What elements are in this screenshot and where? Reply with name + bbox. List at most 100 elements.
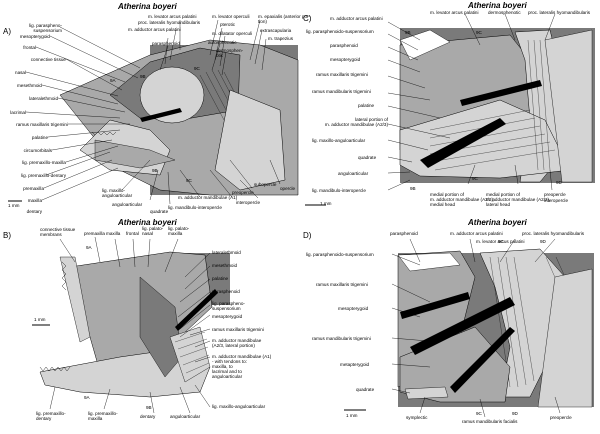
panel-a-drawing (8, 19, 299, 205)
a-lbl-connective: connective tissue (30, 57, 66, 62)
c-lbl-proc-lateralis: proc. lateralis hyomandibularis (528, 10, 591, 15)
panel-b: B) Atherina boyeri 1 mm connective tissu… (0, 217, 300, 434)
a-panel-title: Atherina boyeri (118, 2, 177, 11)
a-lbl-dentary: dentary (26, 209, 42, 214)
a-lbl-m-dilatator: m. dilatator operculi (212, 31, 253, 36)
b-leaders (49, 236, 211, 414)
a-lbl-mesopterygoid: mesopterygoid (19, 34, 50, 39)
a-lbl-proc-lateralis: proc. lateralis hyomandibularis (138, 20, 201, 25)
c-lbl-ramus-maxillaris: ramus maxillaris trigemini (316, 72, 368, 77)
a-lbl-ramus-maxillaris: ramus maxillaris trigemini (16, 122, 68, 127)
d-lbl-parasphenoid: parasphenoid (390, 231, 418, 236)
a-lbl-mesethmoid: mesethmoid (16, 83, 42, 88)
a-lbl-m-levator-arcus: m. levator arcus palatini (148, 14, 197, 19)
a-lbl-maxilla: maxilla (27, 198, 42, 203)
d-nerve-mandibularis (410, 297, 515, 355)
b-lbl-m-adductor-a23: m. adductor mandibulae (A2/3, lateral po… (212, 338, 262, 348)
d-lbl-metapterygoid: metapterygoid (340, 362, 370, 367)
b-lbl-maxilla: maxilla (106, 231, 121, 236)
b-muscle (169, 326, 211, 383)
panel-d-drawing (344, 238, 594, 418)
b-lbl-premaxilla: premaxilla (84, 231, 105, 236)
c-panel-letter: C) (303, 14, 312, 23)
c-lbl-lig-maxillo-angular: lig. maxillo-anguloarticular (312, 138, 366, 143)
c-lbl-interopercle: interopercle (544, 198, 569, 203)
d-metapterygoid (399, 326, 511, 403)
a-lbl-interopercle: interopercle (236, 200, 261, 205)
c-leaders (387, 13, 556, 191)
d-lbl-mesopterygoid: mesopterygoid (338, 306, 369, 311)
c-lbl-lig-paraspheno: lig. parasphenoido-suspensorium (306, 29, 374, 34)
c-lbl-9b-low: 9B (410, 186, 416, 191)
d-symplectic (404, 386, 449, 400)
b-lbl-lig-premaxillo-maxilla: lig. premaxillo- maxilla (88, 411, 118, 421)
d-scale-label: 1 mm (346, 413, 358, 418)
b-lbl-9a-top: 9A (86, 245, 92, 250)
a-lbl-9a: 9A (110, 78, 116, 83)
c-lbl-medial-head: medial portion of m. adductor mandibulae… (430, 192, 495, 207)
b-lbl-dentary: dentary (140, 414, 156, 419)
d-lbl-9d-low: 9D (512, 411, 518, 416)
c-lbl-m-levator-arcus: m. levator arcus palatini (430, 10, 479, 15)
d-preopercle (537, 268, 593, 408)
a-lbl-9c-low: 9C (186, 178, 192, 183)
b-membrane-teeth (61, 261, 67, 291)
panel-c: C) Atherina boyeri 1 mm m. adductor arcu… (300, 0, 600, 217)
d-lbl-preopercle: preopercle (550, 415, 572, 420)
c-nerve-upper (460, 80, 542, 106)
b-lbl-parasphenoid: parasphenoid (212, 289, 240, 294)
a-teeth (91, 131, 117, 136)
a-lbl-subopercle: subopercle (254, 182, 277, 187)
b-membrane (59, 256, 91, 343)
c-lbl-lateral-head: medial portion of m. adductor mandibulae… (486, 192, 551, 207)
c-lbl-anguloarticular: anguloarticular (338, 171, 369, 176)
b-lbl-connective: connective tissue membrans (40, 227, 76, 237)
b-lbl-lateralethmoid: lateralethmoid (212, 250, 241, 255)
a-lbl-lig-premaxillo-maxilla: lig. premaxillo-maxilla (22, 160, 66, 165)
b-lbl-ramus-maxillaris: ramus maxillaris trigemini (212, 327, 264, 332)
a-lbl-anguloarticular: anguloarticular (112, 202, 143, 207)
c-lbl-9c-low: 9C (472, 176, 478, 181)
d-lbl-quadrate: quadrate (356, 387, 375, 392)
a-lbl-dermosphenotic: dermosphen- otic (216, 48, 244, 58)
a-lbl-quadrate: quadrate (150, 209, 169, 214)
a-lbl-circumorbitals: circumorbitals (23, 148, 52, 153)
d-lbl-ramus-maxillaris: ramus maxillaris trigemini (316, 282, 368, 287)
b-teeth (39, 366, 71, 372)
c-lbl-lateral-portion: lateral portion of m. adductor mandibula… (324, 117, 388, 127)
b-lbl-palatine: palatine (212, 276, 229, 281)
c-lbl-lig-mandibulo: lig. mandibulo-interopercle (312, 188, 366, 193)
b-lbl-anguloarticular: anguloarticular (170, 414, 201, 419)
d-leaders (391, 238, 561, 418)
d-nerve-facialis (450, 327, 515, 393)
b-lbl-lig-premaxillo-dentary: lig. premaxillo- dentary (36, 411, 66, 421)
c-panel-title: Atherina boyeri (468, 1, 527, 10)
b-lbl-mesopterygoid: mesopterygoid (212, 314, 243, 319)
d-lbl-symplectic: symplectic (406, 415, 428, 420)
a-lbl-frontal: frontal (23, 45, 36, 50)
d-lbl-9d-top: 9D (540, 239, 546, 244)
c-preopercle (544, 29, 593, 183)
c-nerve-lower (420, 118, 506, 168)
a-lbl-m-trapezius: m. trapezius (268, 36, 294, 41)
a-lbl-nasal: nasal (15, 70, 26, 75)
c-lbl-dermosphenotic: dermosphenotic (488, 10, 521, 15)
a-lbl-premaxilla: premaxilla (23, 186, 44, 191)
d-lbl-proc-lateralis: proc. lateralis hyomandibularis (522, 231, 585, 236)
a-lbl-m-adductor-a1: m. adductor mandibulae (A1) (178, 195, 238, 200)
a-scale-label: 1 mm (8, 203, 20, 208)
b-panel-letter: B) (3, 231, 11, 240)
d-lbl-ramus-facialis: ramus mandibularis facialis (462, 419, 518, 424)
d-nerve-maxillaris (400, 292, 470, 319)
panel-b-drawing (32, 236, 230, 414)
b-lbl-lig-paraspheno: lig. paraspheno- suspensorium (212, 301, 245, 311)
a-lbl-lacrimal: lacrimal (10, 110, 26, 115)
c-scale-label: 1 mm (320, 201, 332, 206)
a-lbl-lig-paraspheno: lig. paraspheno- suspensorium (29, 23, 62, 33)
b-lbl-frontal: frontal (126, 231, 139, 236)
panel-a: A) Atherina boyeri 1 mm lig. paraspheno-… (0, 0, 310, 217)
b-lbl-lig-palato-maxilla: lig. palato- maxilla (168, 226, 190, 236)
d-panel-letter: D) (303, 231, 312, 240)
c-lbl-9b-top: 9B (405, 30, 411, 35)
a-lbl-lateralethmoid: lateralethmoid (29, 96, 58, 101)
